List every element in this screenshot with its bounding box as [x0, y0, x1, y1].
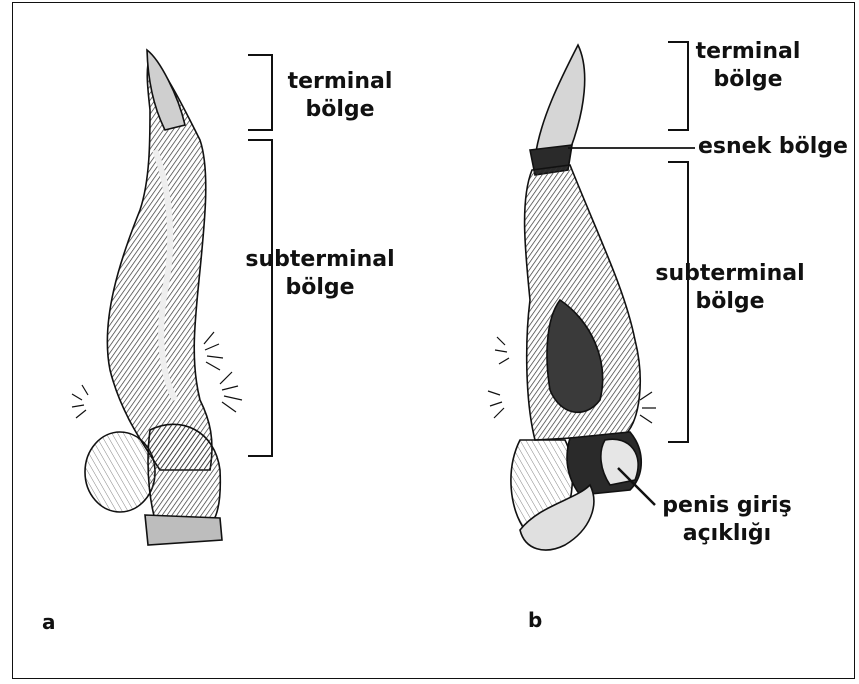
panel-a-letter: a — [42, 608, 56, 636]
organ-a-base-left — [85, 432, 155, 512]
panel-b-letter: b — [528, 606, 542, 634]
bracket-a-terminal — [248, 55, 272, 130]
label-a-terminal-line1: terminal — [285, 68, 395, 96]
label-a-subterminal-line1: subterminal — [225, 246, 415, 274]
label-a-terminal-line2: bölge — [285, 96, 395, 124]
organ-a-drawing — [72, 50, 242, 545]
label-a-subterminal: subterminal bölge — [225, 246, 415, 302]
label-b-flexible: esnek bölge — [698, 133, 848, 161]
label-b-subterminal-line1: subterminal — [635, 260, 825, 288]
label-b-opening: penis giriş açıklığı — [652, 492, 802, 548]
label-b-opening-line1: penis giriş — [652, 492, 802, 520]
label-b-terminal-line1: terminal — [688, 38, 808, 66]
label-a-subterminal-line2: bölge — [225, 274, 415, 302]
organ-b-drawing — [488, 45, 656, 550]
label-b-opening-line2: açıklığı — [652, 520, 802, 548]
label-b-subterminal: subterminal bölge — [635, 260, 825, 316]
organ-a-base-foot — [145, 515, 222, 545]
label-b-terminal: terminal bölge — [688, 38, 808, 94]
bracket-b-terminal — [668, 42, 688, 130]
label-a-terminal: terminal bölge — [285, 68, 395, 124]
label-b-terminal-line2: bölge — [688, 66, 808, 94]
organ-b-tip — [535, 45, 585, 158]
label-b-subterminal-line2: bölge — [635, 288, 825, 316]
